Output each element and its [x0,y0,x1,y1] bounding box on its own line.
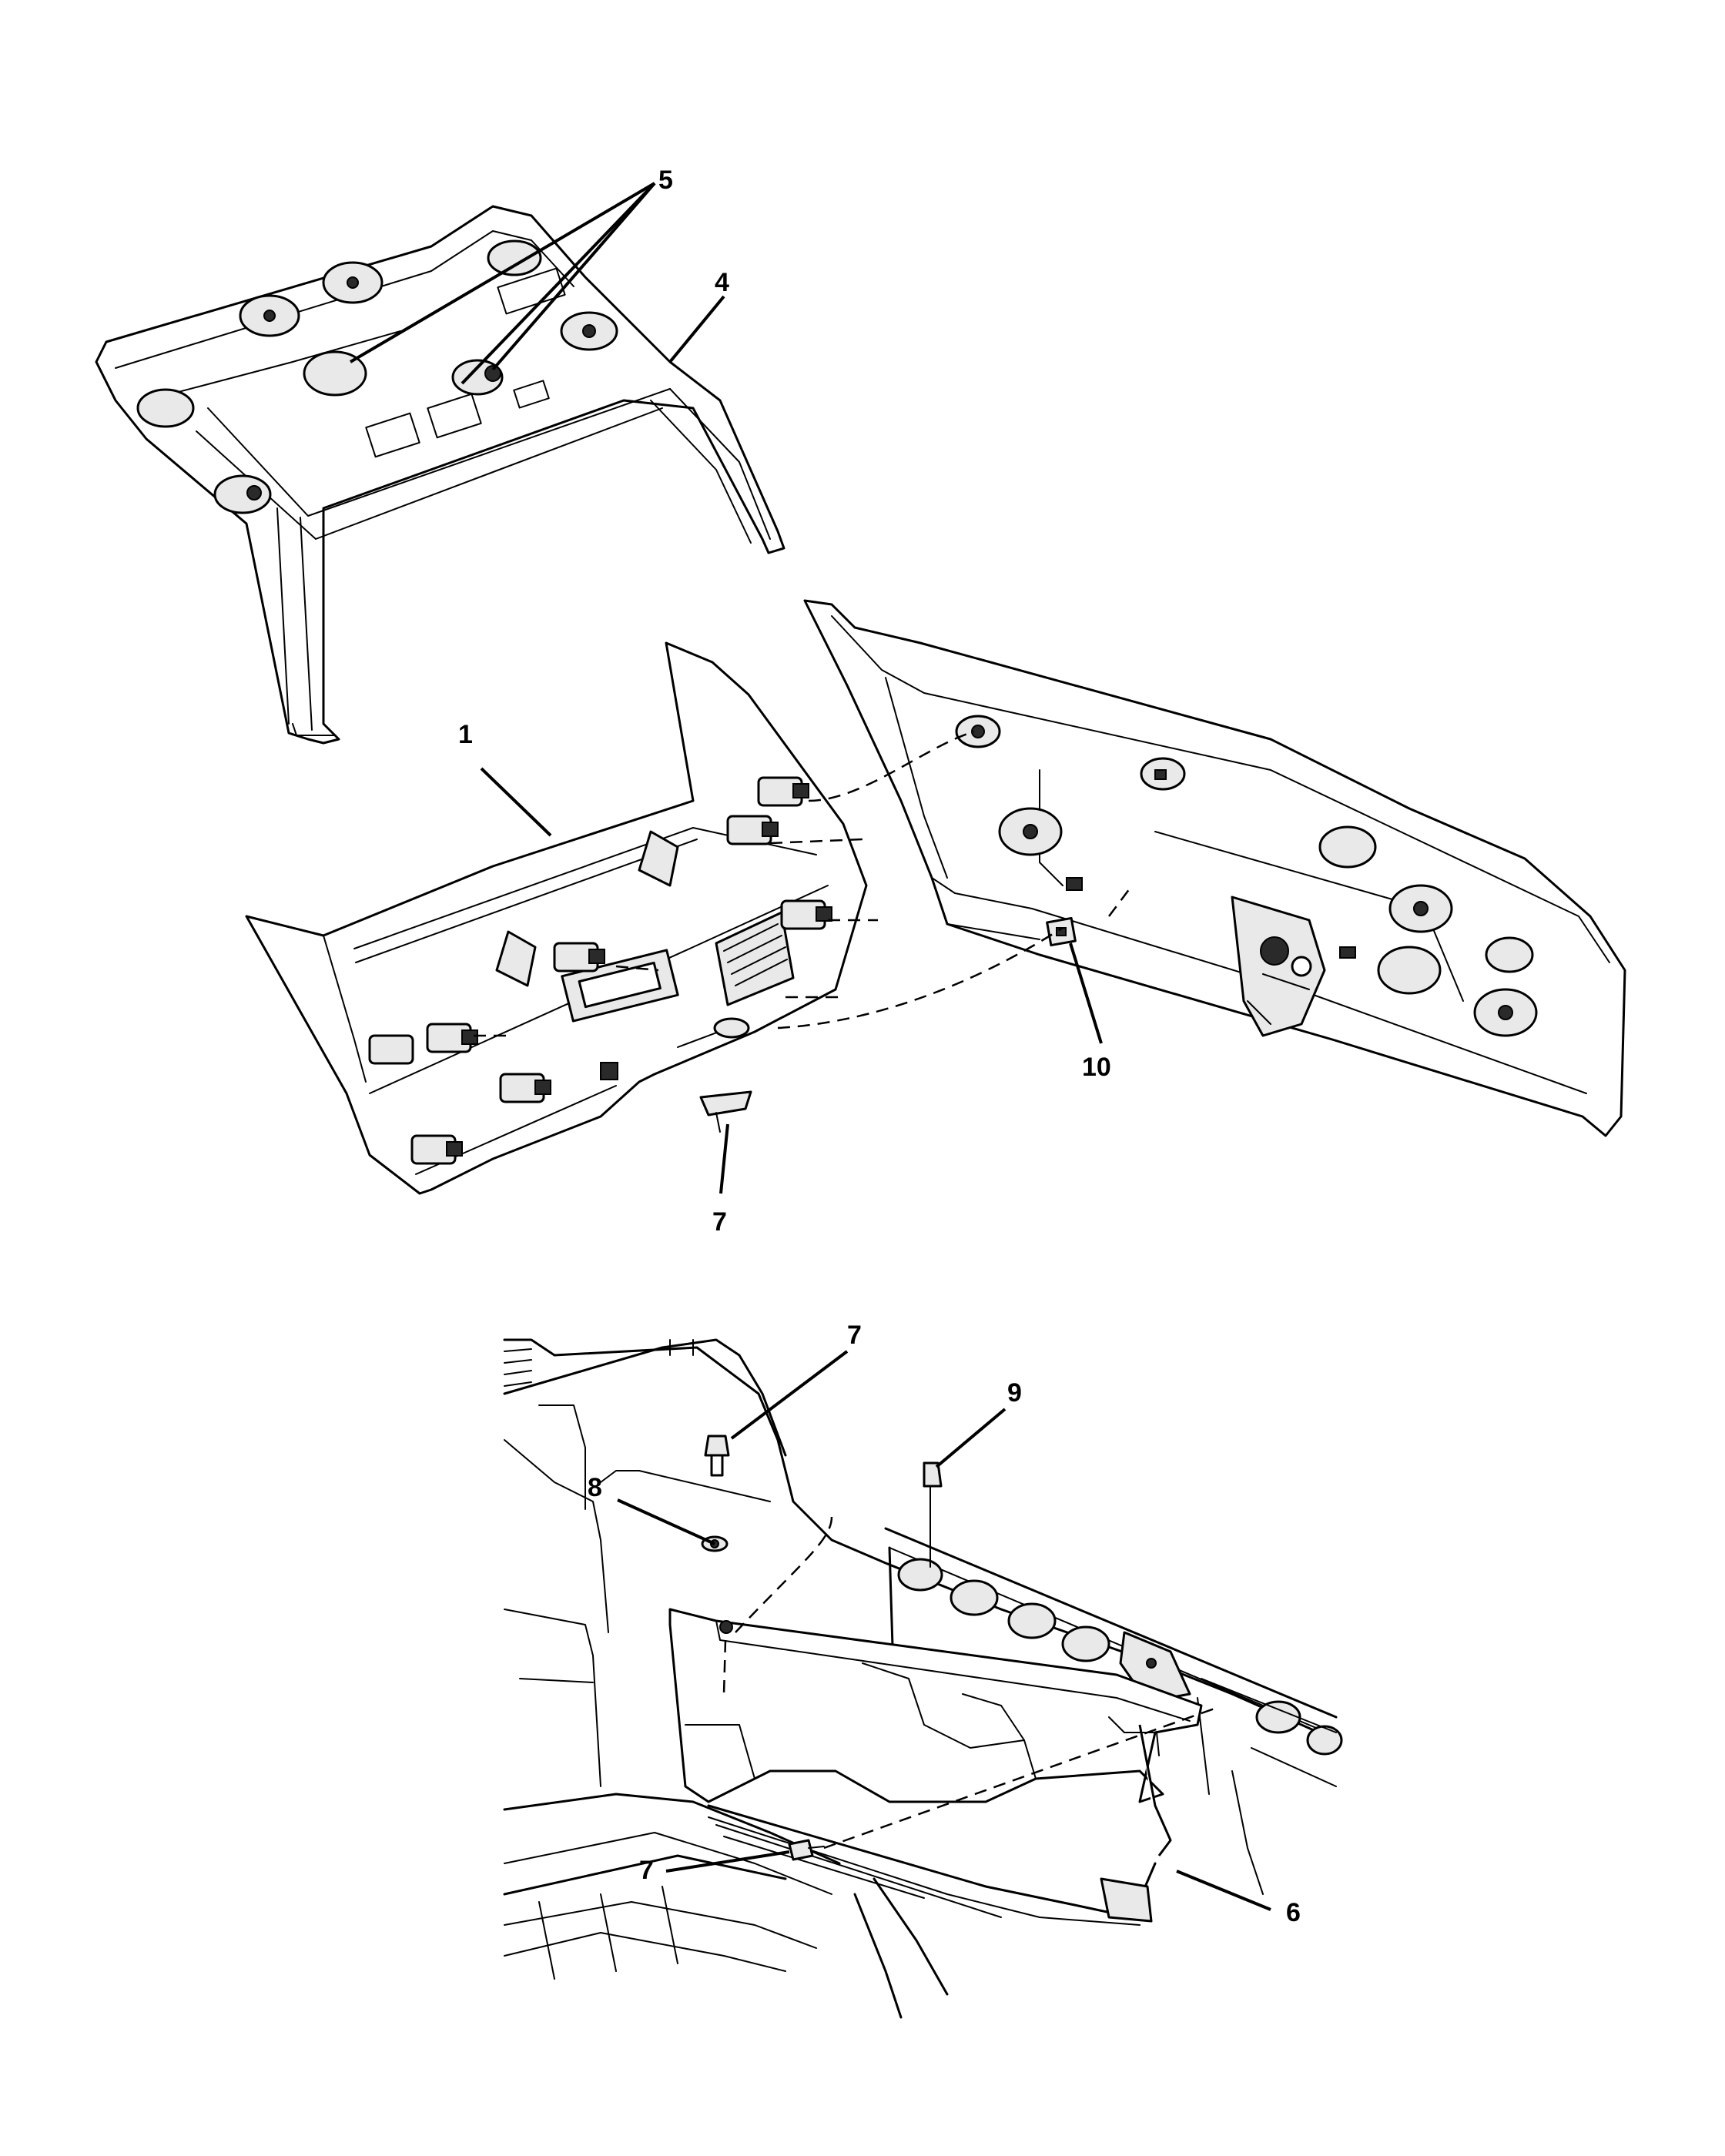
part-4-upper-trim-panel [95,205,785,745]
callout-10: 10 [1082,1053,1111,1082]
clip-9 [923,1461,943,1568]
nut-10 [1046,916,1077,947]
callout-7-upper: 7 [847,1321,862,1350]
liftgate-inner-panel [803,599,1626,1137]
callout-1: 1 [458,720,473,749]
clip-1a [757,776,809,807]
clip-1b [726,815,779,845]
part-1-lower-trim-panel [245,641,868,1195]
clip-1g [499,1073,551,1103]
clip-1e [426,1023,478,1053]
callout-5: 5 [658,166,673,195]
clip-1h [410,1134,463,1165]
fastener-7-lower [788,1839,825,1861]
clip-1c [780,899,832,930]
fastener-7-middle [699,1090,752,1133]
body-rear-opening [503,1338,1343,2019]
callout-6: 6 [1286,1898,1301,1927]
clip-1f [368,1034,414,1065]
callout-9: 9 [1007,1378,1022,1408]
clip-1d [553,942,605,973]
part-6-sill-trim-panel [668,1608,1203,1926]
latch-assembly [1231,896,1356,1037]
callout-8: 8 [588,1473,602,1502]
leader-lines [349,182,1271,1911]
installation-lines [474,730,1218,1850]
callout-4: 4 [715,268,729,297]
callout-labels: 5 4 1 10 7 7 9 8 7 6 [458,166,1301,1927]
callout-7-middle: 7 [712,1207,727,1237]
callout-7-lower: 7 [639,1856,654,1885]
fastener-7-upper [704,1435,730,1477]
